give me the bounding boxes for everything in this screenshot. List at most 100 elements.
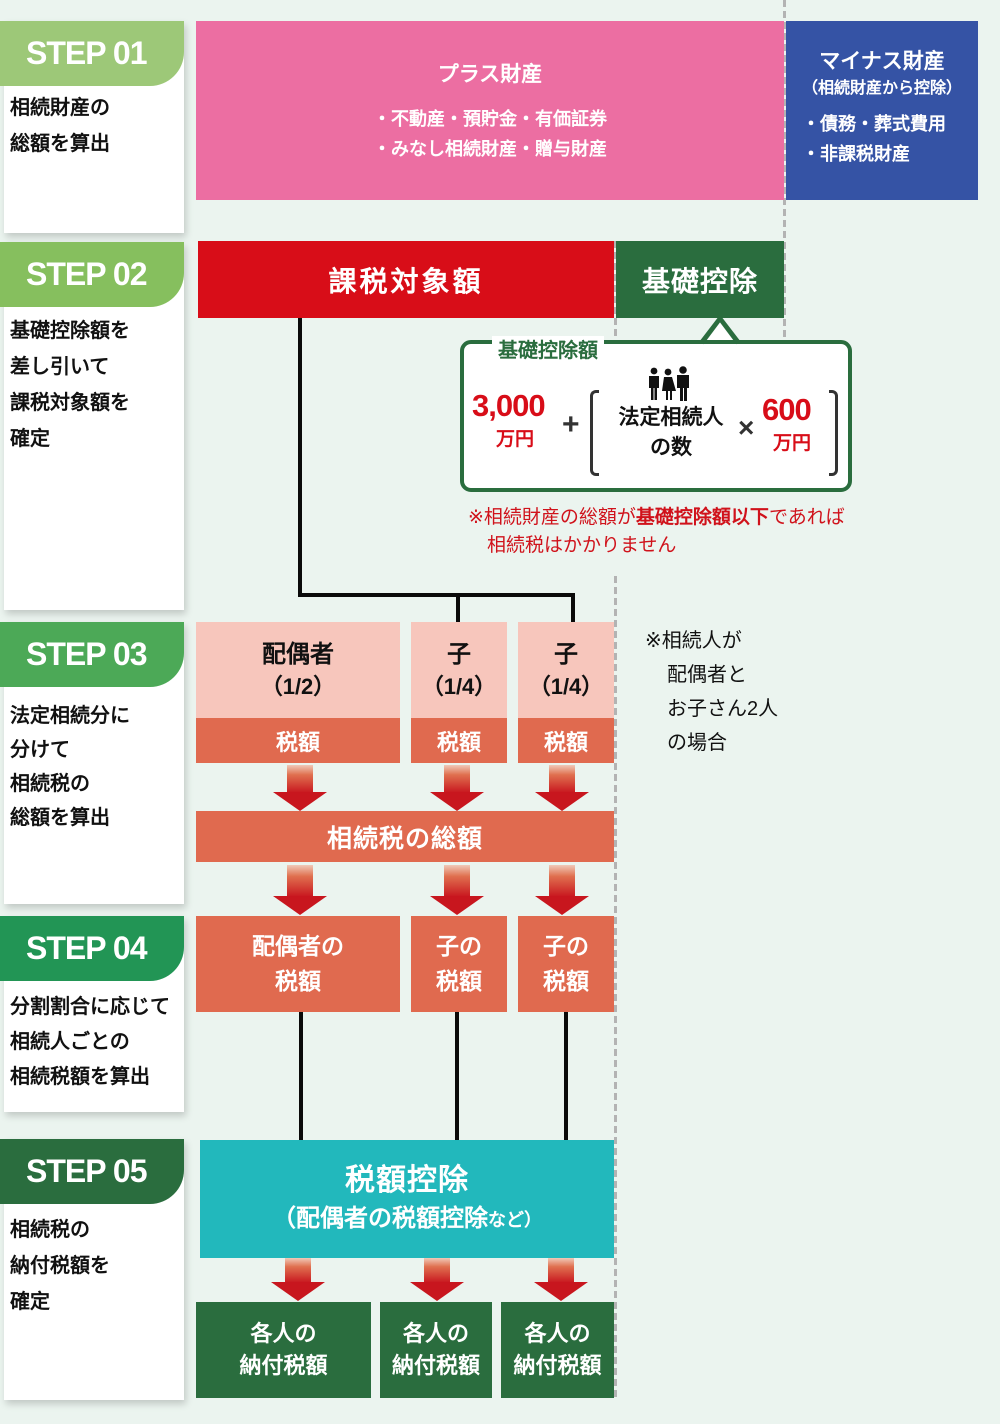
box-line: 納付税額 — [239, 1353, 328, 1378]
step-description-05: 相続税の 納付税額を 確定 — [10, 1212, 182, 1320]
box-line: 各人の — [402, 1321, 469, 1346]
down-arrow-icon — [273, 765, 327, 811]
callout-pointer-overlay — [700, 317, 740, 345]
step-description-03: 法定相続分に 分けて 相続税の 総額を算出 — [10, 699, 182, 835]
connector-line — [298, 593, 575, 597]
down-arrow-icon — [410, 1258, 464, 1302]
step-description-04: 分割割合に応じて 相続人ごとの 相続税額を算出 — [10, 990, 182, 1095]
plus-assets-item: ・みなし相続財産・贈与財産 — [373, 138, 607, 159]
per-heir-amount: 600 — [762, 392, 812, 427]
box-line: 納付税額 — [513, 1353, 602, 1378]
step-description-line: 確定 — [10, 428, 50, 450]
note-suffix: であれば — [768, 507, 845, 528]
plus-assets-box: プラス財産 ・不動産・預貯金・有価証券 ・みなし相続財産・贈与財産 — [196, 21, 784, 200]
divider-dashed-line — [783, 0, 786, 340]
heir-tax-box: 税額 — [518, 718, 614, 763]
step-header-05: STEP 05 — [0, 1139, 184, 1204]
step-description-line: 総額を算出 — [10, 133, 110, 155]
heirs-case-note-line: ※相続人が — [645, 630, 742, 652]
plus-sign: + — [562, 408, 580, 441]
basic-deduction-box: 基礎控除 — [616, 241, 784, 318]
down-arrow-icon — [430, 865, 484, 915]
box-line: 納付税額 — [391, 1353, 480, 1378]
step-header-02: STEP 02 — [0, 242, 184, 307]
step-description-line: 相続税の — [10, 773, 90, 795]
heirs-case-note-line: お子さん2人 — [667, 698, 779, 720]
down-arrow-icon — [535, 765, 589, 811]
individual-payable-tax-box: 各人の 納付税額 — [196, 1302, 371, 1398]
heir-tax-box: 税額 — [196, 718, 400, 763]
box-line: 税額 — [543, 968, 589, 994]
box-line: 配偶者の — [252, 933, 344, 959]
right-bracket — [829, 390, 838, 476]
note-prefix: ※相続財産の総額が — [468, 507, 636, 528]
tax-credit-box: 税額控除 （配偶者の税額控除など） — [200, 1140, 614, 1258]
connector-line — [298, 318, 302, 597]
plus-assets-title: プラス財産 — [437, 62, 543, 86]
minus-assets-title: マイナス財産 — [819, 50, 945, 73]
tax-credit-subtitle-small: など） — [488, 1209, 542, 1230]
down-arrow-icon — [430, 765, 484, 811]
step-description-01: 相続財産の 総額を算出 — [10, 90, 182, 162]
step-description-line: 納付税額を — [10, 1255, 110, 1277]
heir-name: 子 — [447, 641, 471, 668]
step-description-line: 基礎控除額を — [10, 320, 130, 342]
individual-payable-tax-box: 各人の 納付税額 — [380, 1302, 492, 1398]
connector-line — [564, 1012, 568, 1140]
minus-assets-item: ・債務・葬式費用 — [802, 114, 946, 134]
heir-share: （1/2） — [260, 674, 336, 699]
step-description-line: 法定相続分に — [10, 705, 130, 727]
minus-assets-item: ・非課税財産 — [802, 144, 910, 164]
step-description-02: 基礎控除額を 差し引いて 課税対象額を 確定 — [10, 313, 182, 457]
step-description-line: 相続税の — [10, 1219, 90, 1241]
heir-share: （1/4） — [421, 674, 497, 699]
plus-assets-item: ・不動産・預貯金・有価証券 — [373, 108, 607, 129]
base-amount-unit: 万円 — [496, 429, 535, 450]
heir-share: （1/4） — [528, 674, 604, 699]
people-icon — [649, 366, 689, 401]
tax-credit-subtitle: （配偶者の税額控除など） — [272, 1201, 542, 1238]
minus-assets-subtitle: （相続財産から控除） — [801, 80, 962, 97]
step-description-line: 課税対象額を — [10, 392, 130, 414]
box-line: 税額 — [436, 968, 482, 994]
down-arrow-icon — [273, 865, 327, 915]
down-arrow-icon — [535, 865, 589, 915]
down-arrow-icon — [534, 1258, 588, 1302]
box-line: 税額 — [275, 968, 321, 994]
step-description-line: 差し引いて — [10, 356, 110, 378]
individual-payable-tax-box: 各人の 納付税額 — [501, 1302, 614, 1398]
heir-tax-box: 税額 — [411, 718, 507, 763]
step-description-line: 相続財産の — [10, 97, 110, 119]
spouse-tax-box: 配偶者の 税額 — [196, 916, 400, 1012]
tax-credit-title: 税額控除 — [345, 1163, 469, 1197]
heirs-case-note-line: の場合 — [667, 732, 727, 754]
step-header-01: STEP 01 — [0, 21, 184, 86]
total-inheritance-tax-box: 相続税の総額 — [196, 811, 614, 862]
heir-share-box-spouse: 配偶者 （1/2） — [196, 622, 400, 718]
legal-heirs-label-line: の数 — [650, 436, 692, 459]
legal-heirs-label-line: 法定相続人 — [618, 406, 724, 429]
times-sign: × — [738, 412, 755, 443]
down-arrow-icon — [271, 1258, 325, 1302]
step-description-line: 相続税額を算出 — [10, 1066, 150, 1088]
heirs-case-note-line: 配偶者と — [667, 664, 747, 686]
step-header-03: STEP 03 — [0, 622, 184, 687]
basic-deduction-note: ※相続財産の総額が基礎控除額以下であれば — [468, 504, 845, 532]
callout-title: 基礎控除額 — [492, 336, 604, 366]
step-description-line: 分けて — [10, 739, 70, 761]
basic-deduction-note-line2: 相続税はかかりません — [487, 535, 677, 556]
heir-share-box-child: 子 （1/4） — [518, 622, 614, 718]
heir-name: 配偶者 — [262, 641, 334, 668]
divider-dashed-line — [614, 576, 617, 1400]
step-description-line: 相続人ごとの — [10, 1031, 130, 1053]
divider-dashed-line — [614, 241, 617, 340]
tax-credit-subtitle-main: （配偶者の税額控除 — [272, 1204, 488, 1232]
legal-heirs-label: 法定相続人 の数 — [604, 403, 738, 463]
taxable-amount-box: 課税対象額 — [198, 241, 614, 318]
step-description-line: 分割割合に応じて — [10, 996, 170, 1018]
box-line: 子の — [436, 933, 482, 959]
left-bracket — [590, 390, 599, 476]
child-tax-box: 子の 税額 — [411, 916, 507, 1012]
step-description-line: 確定 — [10, 1291, 50, 1313]
